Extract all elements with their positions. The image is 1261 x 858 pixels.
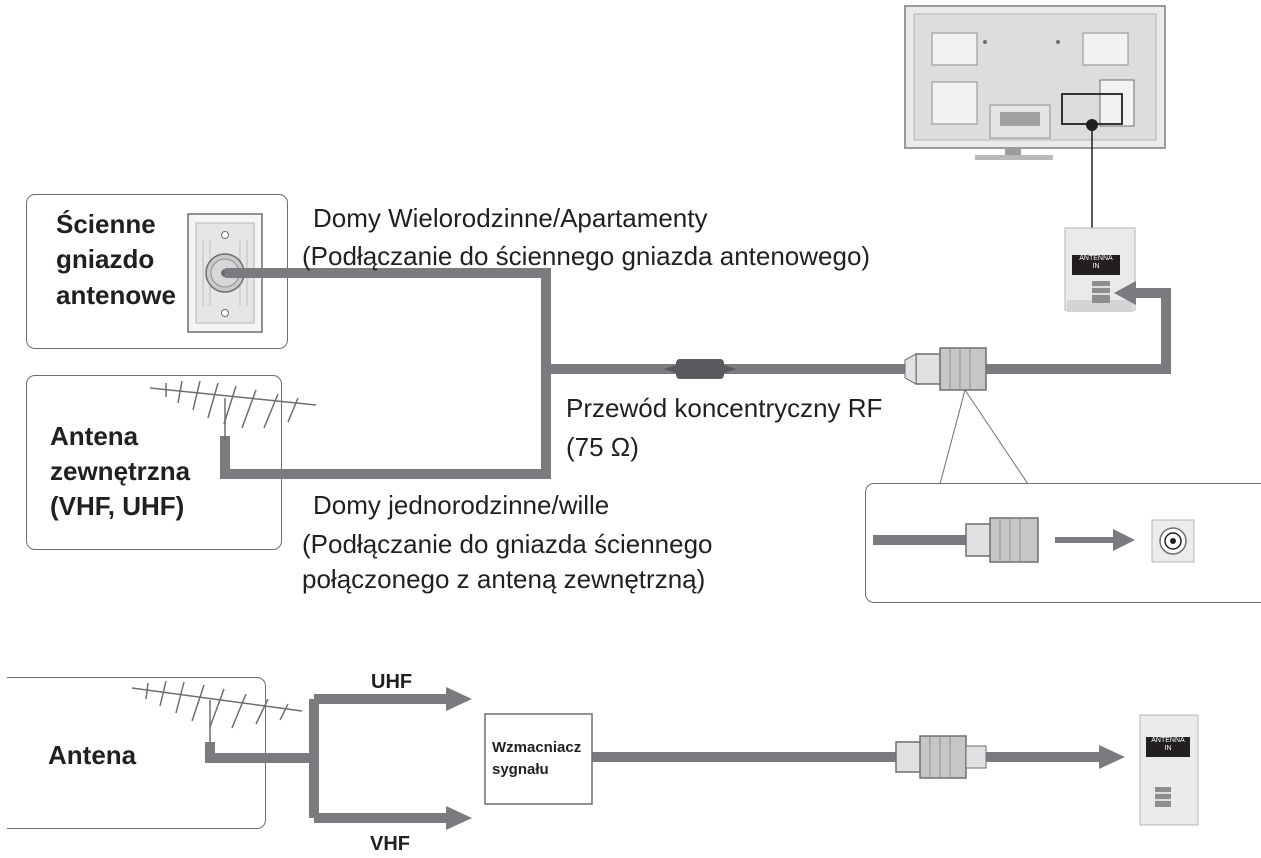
antenna-in-port-label-lower: ANTENNA IN <box>1146 737 1190 757</box>
outdoor-antenna-label-line1: Antena <box>50 421 139 451</box>
antenna-label: Antena <box>48 740 137 770</box>
outdoor-antenna-label-line3: (VHF, UHF) <box>50 491 185 521</box>
outdoor-antenna-icon <box>149 380 317 440</box>
amplifier-cables <box>205 694 1100 823</box>
plug-callout-lines <box>939 389 1029 485</box>
outdoor-antenna-box <box>26 375 282 550</box>
outdoor-antenna-label-line2: zewnętrzna <box>50 456 191 486</box>
antenna-in-port-label: ANTENNA IN <box>1072 255 1120 275</box>
amplifier-box <box>484 713 593 805</box>
cable-label-line1: Przewód koncentryczny RF <box>566 393 883 423</box>
apartment-label-line1: Domy Wielorodzinne/Apartamenty <box>313 203 708 233</box>
coax-cables <box>220 268 1171 479</box>
antenna-in-port-lower <box>1139 714 1199 826</box>
tv-back-panel <box>904 5 1166 160</box>
wall-socket-label-line3: antenowe <box>56 280 176 310</box>
wall-socket-label-line2: gniazdo <box>56 244 155 274</box>
ferrite-core <box>664 359 736 379</box>
detail-connector <box>873 517 1195 563</box>
cable-label-line2: (75 Ω) <box>566 432 639 462</box>
house-label-line2: (Podłączanie do gniazda ściennego <box>302 529 713 559</box>
apartment-label-line2: (Podłączanie do ściennego gniazda anteno… <box>302 241 871 271</box>
vhf-label: VHF <box>370 833 410 855</box>
amplifier-label-line2: sygnału <box>492 761 549 778</box>
arrow-to-port <box>1114 281 1136 305</box>
amplifier-label-line1: Wzmacniacz <box>492 739 582 756</box>
wall-socket-label-line1: Ścienne <box>56 209 156 239</box>
antenna-icon <box>131 680 303 745</box>
coax-plug <box>904 347 987 391</box>
house-label-line3: połączonego z anteną zewnętrzną) <box>302 564 706 594</box>
uhf-label: UHF <box>371 671 413 693</box>
house-label-line1: Domy jednorodzinne/wille <box>313 490 610 520</box>
coax-plug-lower <box>895 735 987 779</box>
uhf-arrow <box>446 687 472 711</box>
vhf-arrow <box>446 806 472 830</box>
arrow-to-port-lower <box>1099 745 1125 769</box>
